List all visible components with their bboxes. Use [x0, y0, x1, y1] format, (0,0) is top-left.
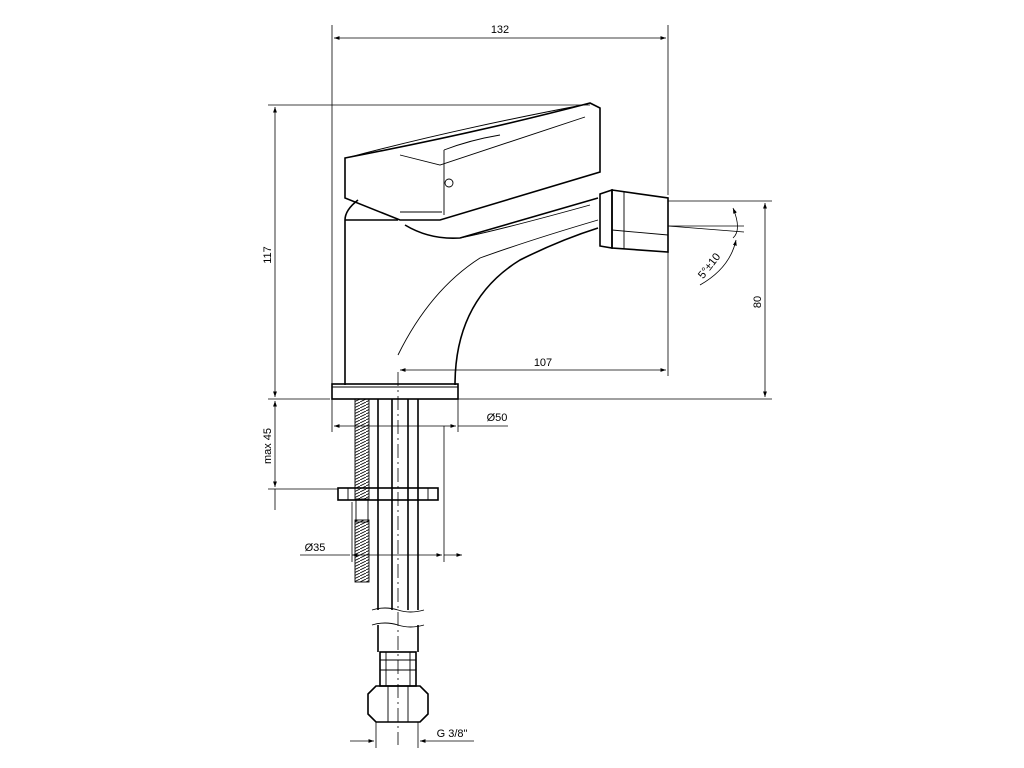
dim-overall-height: 117 [262, 104, 590, 400]
base-plate [331, 383, 459, 400]
stud-nut [355, 499, 369, 523]
dim-aerator-angle-label: 5°±10 [696, 251, 723, 281]
mounting-assembly [337, 398, 439, 723]
dim-hole-diameter: Ø35 [300, 426, 462, 562]
dim-spout-height: 80 [458, 200, 772, 400]
dim-connection-thread-label: G 3/8" [437, 728, 468, 740]
dim-overall-width: 132 [331, 24, 669, 384]
mounting-plate [337, 487, 439, 501]
dim-base-diameter: Ø50 [331, 399, 508, 432]
dim-deck-thickness: max 45 [262, 401, 338, 510]
spout-lower [454, 227, 599, 386]
lever-inner [399, 116, 586, 166]
lever-screw [444, 178, 454, 188]
dim-connection-thread: G 3/8" [350, 722, 474, 748]
lever-handle [344, 102, 601, 221]
lever-top-edge [349, 103, 589, 158]
threaded-rod-lower [354, 519, 370, 583]
dim-spout-reach: 107 [400, 252, 669, 376]
dim-hole-diameter-label: Ø35 [305, 542, 326, 554]
dim-overall-height-label: 117 [262, 246, 274, 264]
threaded-rod [354, 398, 370, 500]
faucet-body [331, 102, 669, 400]
dim-spout-reach-label: 107 [534, 357, 552, 369]
body-outline [344, 219, 398, 385]
lever-cap-line-2 [443, 134, 501, 151]
dim-aerator-angle: 5°±10 [667, 207, 745, 286]
spout-inner-sweep [397, 219, 599, 356]
nozzle [599, 188, 669, 253]
dim-deck-thickness-label: max 45 [262, 428, 274, 464]
hose-break-top [371, 607, 425, 613]
spout-upper [404, 197, 599, 240]
dim-overall-width-label: 132 [491, 24, 509, 36]
dim-spout-height-label: 80 [752, 296, 764, 308]
dim-base-diameter-label: Ø50 [487, 412, 508, 424]
spout-inner-sweep-2 [459, 204, 591, 239]
